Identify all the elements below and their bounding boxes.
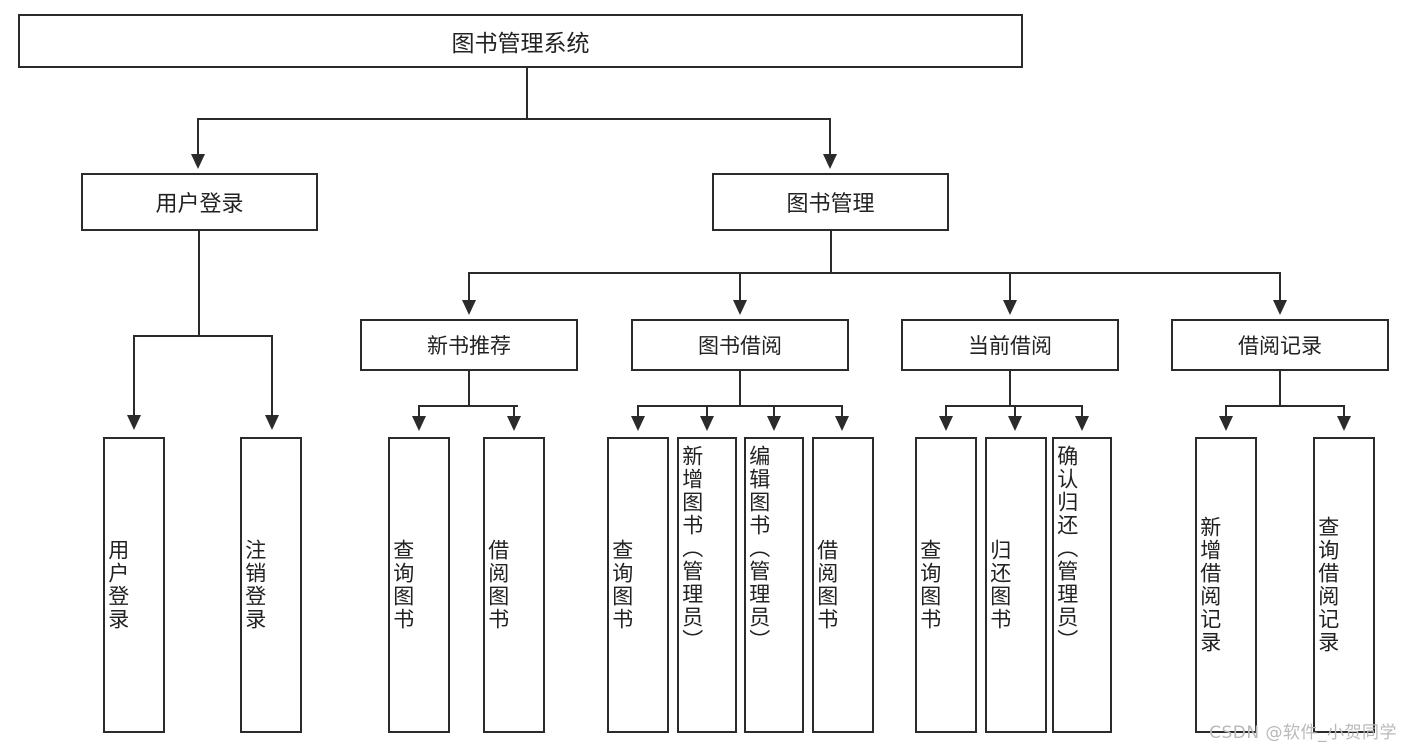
node-book-borrow[interactable]: 图书借阅 (631, 319, 849, 371)
leaf-query-borrow-record[interactable]: 查询借阅记录 (1313, 437, 1375, 733)
arrow-to-user-login-leaf (127, 415, 141, 430)
node-current-borrow[interactable]: 当前借阅 (901, 319, 1119, 371)
connector-level3-drop-1 (468, 272, 470, 302)
arrow-to-logout-leaf (265, 415, 279, 430)
arrow-to-edit-book (767, 416, 781, 431)
node-user-login[interactable]: 用户登录 (81, 173, 318, 231)
arrow-to-confirm-return (1075, 416, 1089, 431)
watermark-csdn: CSDN @软件_小贺同学 (1209, 723, 1397, 743)
node-label: 借阅记录 (1238, 334, 1322, 358)
connector-user-login-drop-2 (271, 335, 273, 417)
arrow-to-book-management (823, 154, 837, 169)
connector-root-stem (526, 68, 528, 118)
leaf-borrow-book[interactable]: 借阅图书 (812, 437, 874, 733)
leaf-label: 借阅图书 (485, 539, 510, 631)
connector-user-login-stem (198, 231, 200, 335)
arrow-to-current-borrow (1003, 300, 1017, 315)
leaf-query-book-current[interactable]: 查询图书 (915, 437, 977, 733)
node-label: 新书推荐 (427, 334, 511, 358)
node-root-library-management-system[interactable]: 图书管理系统 (18, 14, 1023, 68)
arrow-to-add-borrow-record (1219, 416, 1233, 431)
leaf-add-book-admin[interactable]: 新增图书（管理员） (677, 437, 737, 733)
arrow-to-new-book-recommend (462, 300, 476, 315)
arrow-to-borrow-book-1 (507, 416, 521, 431)
leaf-logout[interactable]: 注销登录 (240, 437, 302, 733)
node-new-book-recommend[interactable]: 新书推荐 (360, 319, 578, 371)
arrow-to-return-book (1008, 416, 1022, 431)
leaf-label: 注销登录 (242, 539, 267, 631)
connector-current-borrow-drop-2 (1014, 405, 1016, 419)
leaf-label: 新增图书（管理员） (679, 445, 704, 652)
connector-current-borrow-drop-1 (945, 405, 947, 419)
leaf-return-book[interactable]: 归还图书 (985, 437, 1047, 733)
connector-level2-drop-right (829, 118, 831, 156)
leaf-query-book-borrow[interactable]: 查询图书 (607, 437, 669, 733)
connector-user-login-drop-1 (133, 335, 135, 417)
arrow-to-user-login (191, 154, 205, 169)
leaf-confirm-return-admin[interactable]: 确认归还（管理员） (1052, 437, 1112, 733)
arrow-to-query-borrow-record (1337, 416, 1351, 431)
connector-book-management-stem (830, 231, 832, 272)
node-label: 当前借阅 (968, 334, 1052, 358)
node-label: 用户登录 (155, 192, 244, 217)
arrow-to-book-borrow (733, 300, 747, 315)
leaf-label: 查询图书 (917, 539, 942, 631)
arrow-to-query-book-1 (412, 416, 426, 431)
leaf-label: 确认归还（管理员） (1054, 445, 1079, 652)
connector-book-borrow-bus (637, 405, 843, 407)
leaf-label: 用户登录 (105, 539, 130, 631)
connector-book-borrow-drop-1 (637, 405, 639, 419)
connector-new-book-stem (468, 371, 470, 405)
connector-borrow-record-drop-2 (1343, 405, 1345, 419)
leaf-label: 归还图书 (987, 539, 1012, 631)
arrow-to-borrow-book-2 (835, 416, 849, 431)
connector-current-borrow-stem (1009, 371, 1011, 405)
connector-new-book-bus (418, 405, 518, 407)
connector-book-borrow-stem (739, 371, 741, 405)
leaf-edit-book-admin[interactable]: 编辑图书（管理员） (744, 437, 804, 733)
connector-book-borrow-drop-2 (706, 405, 708, 419)
connector-borrow-record-bus (1225, 405, 1344, 407)
arrow-to-borrow-record (1273, 300, 1287, 315)
leaf-add-borrow-record[interactable]: 新增借阅记录 (1195, 437, 1257, 733)
leaf-label: 编辑图书（管理员） (746, 445, 771, 652)
arrow-to-add-book (700, 416, 714, 431)
connector-borrow-record-drop-1 (1225, 405, 1227, 419)
connector-current-borrow-bus (945, 405, 1082, 407)
leaf-borrow-book-recommend[interactable]: 借阅图书 (483, 437, 545, 733)
connector-level3-bus (468, 272, 1281, 274)
node-label: 图书管理 (786, 192, 875, 217)
arrow-to-query-book-3 (939, 416, 953, 431)
connector-level3-drop-4 (1279, 272, 1281, 302)
node-borrow-record[interactable]: 借阅记录 (1171, 319, 1389, 371)
connector-level3-drop-3 (1009, 272, 1011, 302)
connector-new-book-drop-2 (513, 405, 515, 419)
node-label: 图书管理系统 (451, 31, 590, 57)
connector-book-borrow-drop-4 (841, 405, 843, 419)
connector-level3-drop-2 (739, 272, 741, 302)
arrow-to-query-book-2 (631, 416, 645, 431)
connector-user-login-bus (133, 335, 272, 337)
leaf-label: 借阅图书 (814, 539, 839, 631)
connector-current-borrow-drop-3 (1081, 405, 1083, 419)
connector-borrow-record-stem (1279, 371, 1281, 405)
connector-level2-bus (197, 118, 829, 120)
node-book-management[interactable]: 图书管理 (712, 173, 949, 231)
leaf-label: 查询图书 (390, 539, 415, 631)
connector-new-book-drop-1 (418, 405, 420, 419)
connector-book-borrow-drop-3 (773, 405, 775, 419)
leaf-label: 查询借阅记录 (1315, 516, 1340, 654)
connector-level2-drop-left (197, 118, 199, 156)
leaf-user-login[interactable]: 用户登录 (103, 437, 165, 733)
leaf-label: 新增借阅记录 (1197, 516, 1222, 654)
leaf-label: 查询图书 (609, 539, 634, 631)
node-label: 图书借阅 (698, 334, 782, 358)
leaf-query-book-recommend[interactable]: 查询图书 (388, 437, 450, 733)
